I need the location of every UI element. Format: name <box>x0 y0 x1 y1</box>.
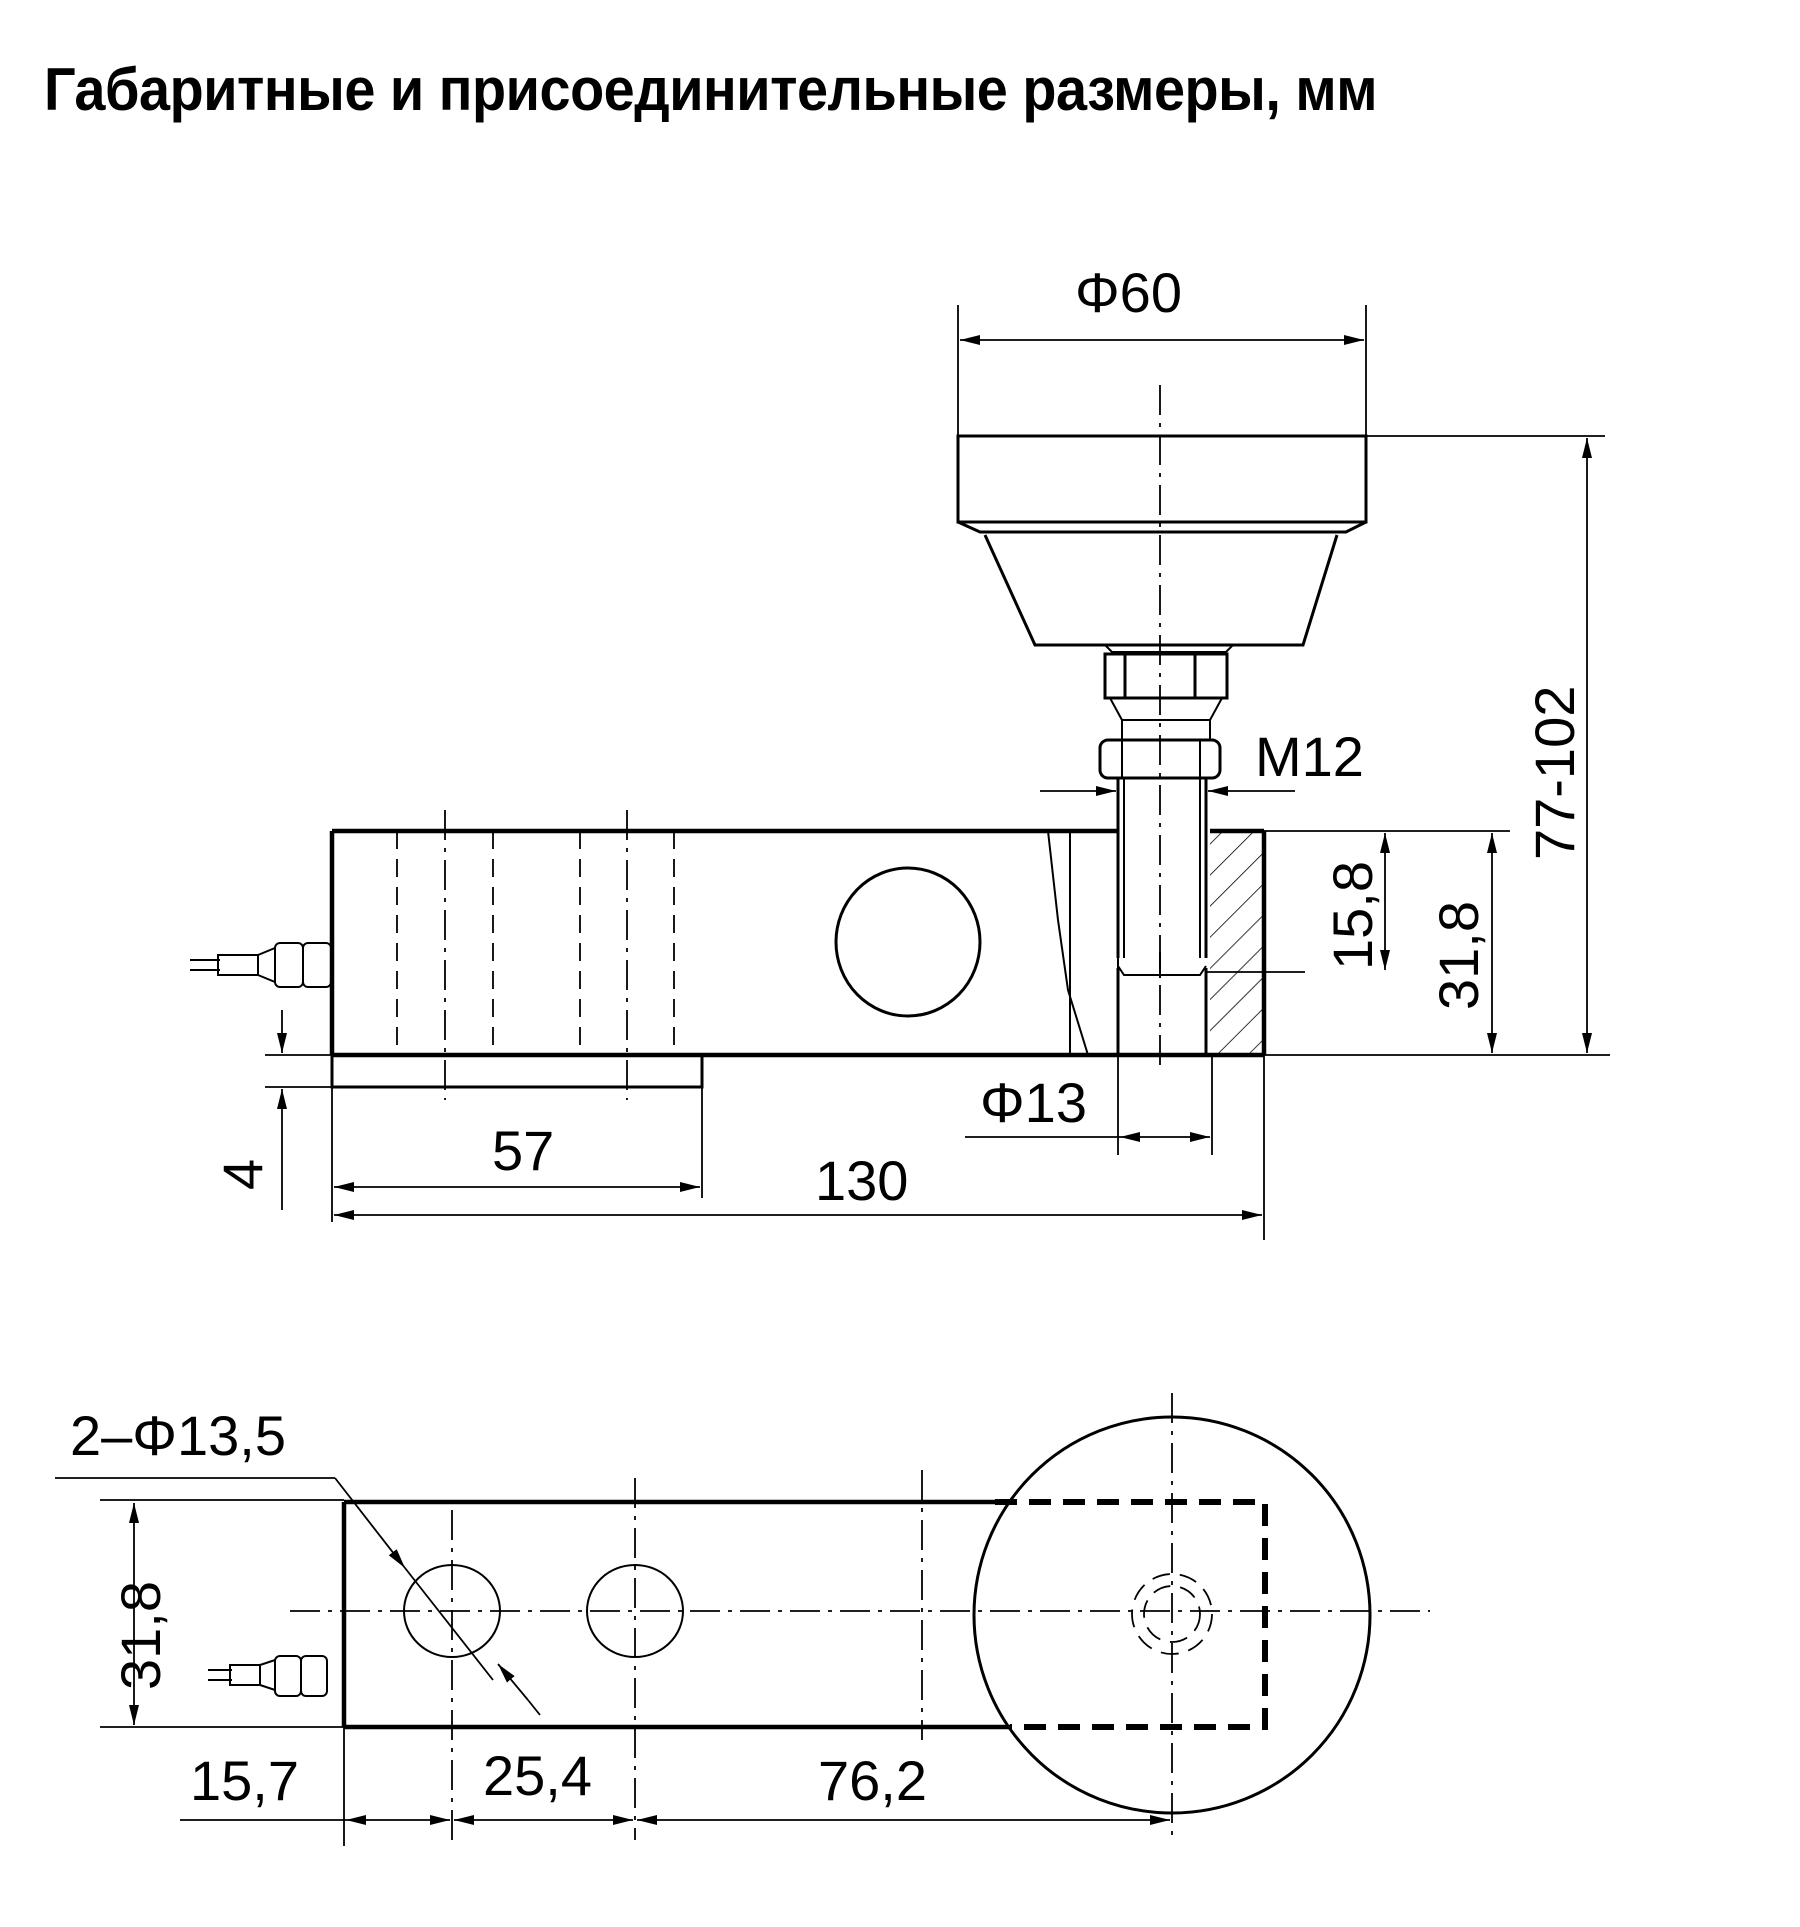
dim-thread-depth: 15,8 <box>1206 830 1510 973</box>
dim-holes: 2–Φ13,5 <box>55 1404 541 1716</box>
svg-text:31,8: 31,8 <box>109 1581 172 1690</box>
dim-pin-diameter: Φ13 <box>965 1055 1213 1155</box>
svg-text:76,2: 76,2 <box>818 1749 927 1812</box>
cable-gland-icon <box>190 942 332 988</box>
dim-height-range: 77-102 <box>1264 435 1610 1056</box>
svg-text:4: 4 <box>211 1159 274 1190</box>
svg-text:31,8: 31,8 <box>1427 901 1490 1010</box>
dim-base-thickness: 4 <box>211 1010 332 1210</box>
dim-beam-height: 31,8 <box>1427 833 1497 1053</box>
svg-text:77-102: 77-102 <box>1523 686 1586 860</box>
svg-text:M12: M12 <box>1255 725 1364 788</box>
beam-body <box>329 810 1267 1100</box>
dim-hole-to-load: 76,2 <box>637 1749 1170 1825</box>
svg-text:2–Φ13,5: 2–Φ13,5 <box>70 1404 286 1467</box>
svg-text:15,7: 15,7 <box>190 1749 299 1812</box>
dim-edge-to-hole: 15,7 <box>180 1727 450 1846</box>
dim-thread: M12 <box>1040 725 1364 796</box>
svg-text:25,4: 25,4 <box>483 1744 592 1807</box>
svg-text:57: 57 <box>492 1119 554 1182</box>
page-title: Габаритные и присоединительные размеры, … <box>44 56 1378 123</box>
load-button-cap <box>956 434 1368 958</box>
dim-hole-spacing: 25,4 <box>454 1744 633 1825</box>
base-plate <box>330 1053 704 1089</box>
svg-text:Φ60: Φ60 <box>1075 261 1182 324</box>
top-view: 2–Φ13,5 31,8 15,7 25,4 76,2 <box>55 1393 1430 1846</box>
side-view: Φ60 M12 77-102 15,8 31,8 <box>190 261 1610 1240</box>
dim-base-length: 57 <box>331 1087 703 1222</box>
cable-gland-icon <box>208 1655 328 1697</box>
dim-beam-width: 31,8 <box>100 1499 344 1728</box>
dim-top-diameter: Φ60 <box>957 261 1367 436</box>
svg-text:Φ13: Φ13 <box>980 1071 1087 1134</box>
svg-text:130: 130 <box>815 1149 908 1212</box>
svg-text:15,8: 15,8 <box>1321 861 1384 970</box>
dim-total-length: 130 <box>334 1055 1265 1240</box>
